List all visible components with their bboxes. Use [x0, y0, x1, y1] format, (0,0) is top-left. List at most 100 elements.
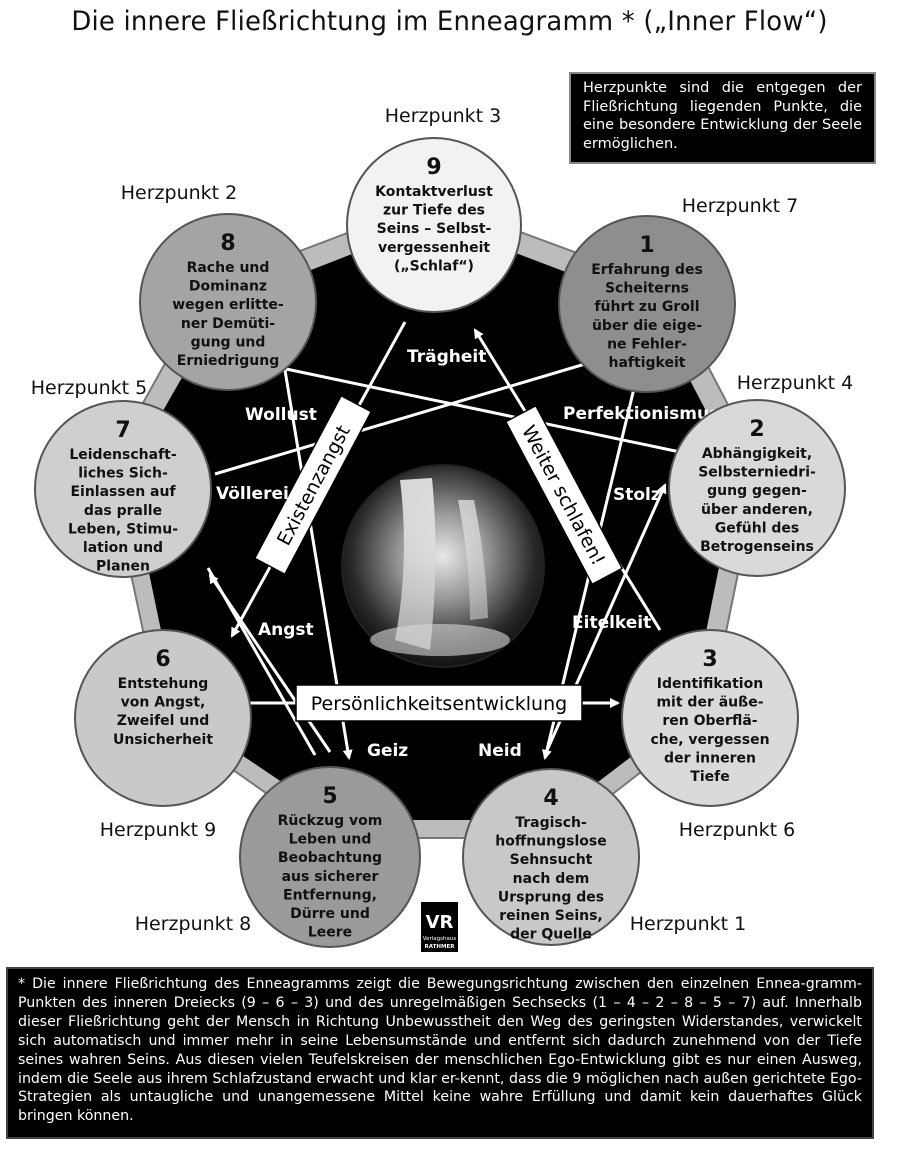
- point-circle: [346, 137, 522, 313]
- point-description-line: Ursprung des: [498, 889, 604, 905]
- point-number: 1: [639, 233, 654, 258]
- point-circle: [668, 399, 846, 577]
- passion-perfektionismus: Perfektionismus: [563, 404, 719, 424]
- point-number: 3: [702, 647, 717, 672]
- point-description-line: hoffnungslose: [495, 834, 606, 850]
- herzpunkt-label: Herzpunkt 4: [737, 372, 854, 394]
- herzpunkt-label: Herzpunkt 2: [121, 182, 238, 204]
- point-number: 4: [543, 786, 558, 811]
- point-description-line: mit der äuße-: [656, 695, 763, 711]
- point-description-line: Rache und: [187, 260, 270, 276]
- point-description-line: der Quelle: [510, 927, 592, 943]
- logo-line1: Verlagshaus: [423, 936, 457, 942]
- point-description-line: („Schlaf“): [394, 258, 474, 274]
- herzpunkt-label: Herzpunkt 3: [385, 105, 502, 127]
- point-number: 7: [115, 418, 130, 443]
- point-circle: [34, 400, 212, 578]
- point-description-line: Beobachtung: [278, 850, 382, 866]
- point-description-line: Abhängigkeit,: [702, 446, 812, 462]
- banner-persoenlichkeit-label: Persönlichkeitsentwicklung: [311, 693, 567, 715]
- point-description-line: der inneren: [664, 750, 756, 766]
- point-description-line: ner Demüti-: [181, 316, 275, 332]
- banner-persoenlichkeit: Persönlichkeitsentwicklung: [295, 684, 583, 722]
- point-description-line: vergessenheit: [378, 240, 490, 256]
- point-description-line: Gefühl des: [715, 520, 800, 536]
- point-description-line: das pralle: [84, 503, 162, 519]
- center-photo: [341, 464, 545, 668]
- point-description-line: ren Oberflä-: [662, 713, 757, 729]
- point-description-line: Einlassen auf: [70, 484, 176, 500]
- point-number: 6: [155, 647, 170, 672]
- point-description-line: Seins – Selbst-: [377, 221, 492, 237]
- point-description-line: Entstehung: [118, 676, 209, 692]
- point-circle: [462, 768, 640, 946]
- point-description-line: reinen Seins,: [499, 908, 603, 924]
- point-description-line: über die eige-: [592, 318, 702, 334]
- point-circle: [621, 629, 799, 807]
- logo-mark: VR: [426, 912, 454, 933]
- point-description-line: Leere: [308, 925, 352, 941]
- point-description-line: Betrogenseins: [700, 539, 814, 555]
- point-description-line: nach dem: [513, 871, 590, 887]
- herzpunkt-label: Herzpunkt 6: [679, 819, 796, 841]
- herzpunkt-label: Herzpunkt 5: [31, 377, 148, 399]
- enneagram-diagram: Existenzangst Weiter schlafen! Persönlic…: [31, 105, 854, 952]
- point-description-line: haftigkeit: [609, 355, 686, 371]
- publisher-logo: VR Verlagshaus RATHMER: [421, 902, 458, 952]
- point-description-line: Scheiterns: [605, 281, 689, 297]
- point-description-line: über anderen,: [701, 502, 813, 518]
- logo-line2: RATHMER: [425, 944, 456, 950]
- passion-eitelkeit: Eitelkeit: [572, 613, 651, 633]
- point-description-line: wegen erlitte-: [172, 297, 284, 313]
- herzpunkt-label: Herzpunkt 7: [682, 195, 799, 217]
- passion-traegheit: Trägheit: [407, 347, 486, 367]
- passion-wollust: Wollust: [245, 405, 317, 425]
- point-description-line: Rückzug vom: [278, 813, 383, 829]
- point-description-line: zur Tiefe des: [383, 203, 485, 219]
- point-description-line: Dominanz: [189, 279, 267, 295]
- footnote: * Die innere Fließrichtung des Enneagram…: [6, 967, 874, 1139]
- info-box: Herzpunkte sind die entgegen der Fließri…: [569, 72, 876, 164]
- herzpunkt-label: Herzpunkt 1: [630, 913, 747, 935]
- point-description-line: gung und: [191, 334, 266, 350]
- point-description-line: von Angst,: [121, 695, 206, 711]
- point-description-line: Selbsterniedri-: [698, 465, 816, 481]
- point-description-line: Entfernung,: [283, 887, 377, 903]
- point-description-line: Kontaktverlust: [375, 184, 493, 200]
- passion-angst: Angst: [258, 620, 314, 640]
- point-description-line: Erfahrung des: [591, 262, 703, 278]
- point-description-line: che, vergessen: [650, 732, 769, 748]
- point-number: 9: [426, 155, 441, 180]
- point-description-line: Leben und: [289, 832, 372, 848]
- point-description-line: Sehnsucht: [510, 852, 593, 868]
- passion-geiz: Geiz: [367, 741, 408, 761]
- point-description-line: Identifikation: [657, 676, 763, 692]
- point-number: 5: [322, 784, 337, 809]
- point-circle: [139, 213, 317, 391]
- passion-voellerei: Völlerei: [216, 484, 289, 504]
- point-description-line: lation und: [83, 540, 163, 556]
- point-number: 8: [220, 231, 235, 256]
- point-description-line: Dürre und: [290, 906, 370, 922]
- herzpunkt-label: Herzpunkt 8: [135, 913, 252, 935]
- point-description-line: Leben, Stimu-: [68, 521, 178, 537]
- page-title: Die innere Fließrichtung im Enneagramm *…: [71, 6, 828, 37]
- point-description-line: Tragisch-: [515, 815, 587, 831]
- point-description-line: Erniedrigung: [177, 353, 279, 369]
- point-description-line: Tiefe: [690, 769, 729, 785]
- point-description-line: Zweifel und: [117, 713, 210, 729]
- point-description-line: ne Fehler-: [607, 336, 687, 352]
- herzpunkt-label: Herzpunkt 9: [100, 819, 217, 841]
- point-circle: [239, 766, 421, 948]
- point-description-line: gung gegen-: [707, 483, 807, 499]
- point-circle: [558, 215, 736, 393]
- point-description-line: Leidenschaft-: [69, 447, 177, 463]
